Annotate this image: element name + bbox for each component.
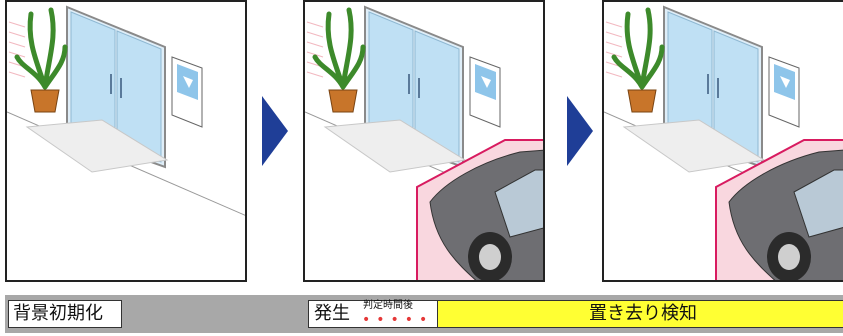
emphasis-dots: ••••• <box>362 312 434 328</box>
scene-occurrence <box>305 5 543 280</box>
potted-plant-icon <box>611 7 665 113</box>
potted-plant-icon <box>14 7 68 113</box>
scene-detected <box>604 5 843 280</box>
abandoned-detection-label: 置き去り検知 <box>437 300 843 328</box>
occurrence-label: 発生 判定時間後 ••••• <box>308 300 439 328</box>
poster-icon <box>469 56 501 128</box>
scene-panel-1 <box>5 0 247 282</box>
occurrence-text: 発生 <box>314 303 350 324</box>
poster-icon <box>171 56 203 128</box>
car-icon <box>728 149 843 280</box>
scene-panel-2 <box>303 0 545 282</box>
background-init-label: 背景初期化 <box>8 300 122 328</box>
car-icon <box>429 149 543 280</box>
floor-mat-icon <box>622 119 766 173</box>
arrow-right-icon <box>567 96 593 166</box>
scene-panel-3 <box>602 0 843 282</box>
abandoned-detection-text: 置き去り検知 <box>589 303 697 324</box>
timeline-bar: 背景初期化 発生 判定時間後 ••••• 置き去り検知 <box>5 295 843 333</box>
poster-icon <box>768 56 800 128</box>
floor-mat-icon <box>25 119 169 173</box>
arrow-right-icon <box>262 96 288 166</box>
potted-plant-icon <box>312 7 366 113</box>
floor-mat-icon <box>323 119 467 173</box>
judgment-time-text: 判定時間後 <box>363 300 413 311</box>
scene-background-1 <box>7 5 245 216</box>
background-init-text: 背景初期化 <box>13 303 103 324</box>
